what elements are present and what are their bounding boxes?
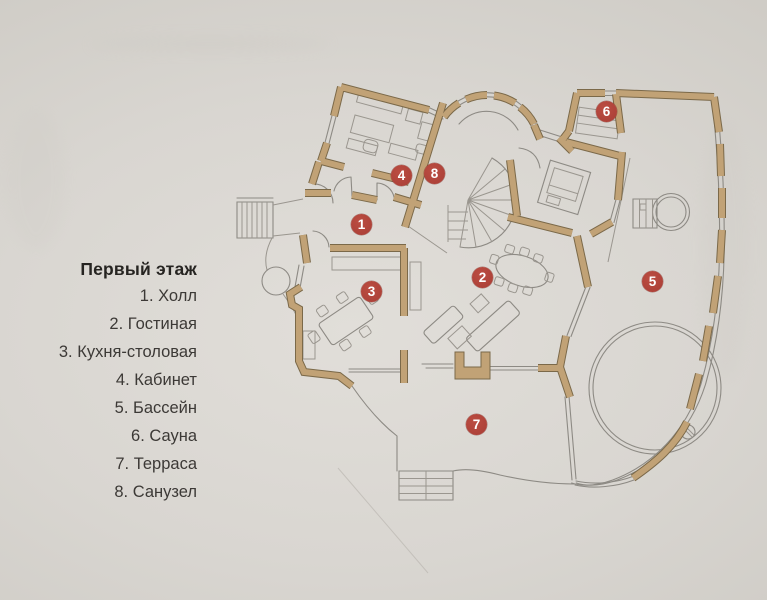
legend-title: Первый этаж [80, 259, 197, 279]
room-marker-8: 8 [424, 163, 445, 184]
sauna-bed [536, 159, 592, 216]
legend-item-3: 3. Кухня-столовая [58, 343, 197, 361]
room-marker-4: 4 [391, 165, 412, 186]
door-arcs [312, 147, 541, 248]
window-seat [302, 330, 316, 360]
room-marker-7: 7 [466, 414, 487, 435]
legend-item-2: 2. Гостиная [109, 315, 197, 333]
entrance-steps [236, 197, 304, 239]
legend-item-4: 4. Кабинет [115, 371, 197, 389]
fireplace [454, 351, 491, 380]
legend-item-7: 7. Терраса [115, 455, 197, 473]
paper-showthrough [6, 110, 66, 250]
main-staircase [447, 110, 519, 249]
kitchen-counter [409, 261, 422, 311]
room-marker-5: 5 [642, 271, 663, 292]
hot-tub [632, 192, 691, 232]
legend-item-1: 1. Холл [139, 287, 197, 305]
pool [588, 157, 722, 455]
terrace-steps [398, 470, 454, 501]
room-marker-2: 2 [472, 267, 493, 288]
kitchen-counter [331, 256, 405, 271]
legend-item-8: 8. Санузел [114, 483, 197, 501]
walls [290, 87, 722, 478]
legend-item-6: 6. Сауна [131, 427, 197, 445]
paper-showthrough [90, 36, 330, 52]
legend: Первый этаж 1. Холл 2. Гостиная 3. Кухня… [30, 257, 197, 506]
room-marker-3: 3 [361, 281, 382, 302]
room-marker-1: 1 [351, 214, 372, 235]
room-marker-6: 6 [596, 101, 617, 122]
terrace-outline [337, 225, 575, 574]
legend-item-5: 5. Бассейн [114, 399, 197, 417]
dining-table [489, 243, 555, 296]
sofa-group [423, 293, 520, 352]
kitchen-table [307, 291, 379, 352]
window-glazing-lines [294, 90, 725, 488]
